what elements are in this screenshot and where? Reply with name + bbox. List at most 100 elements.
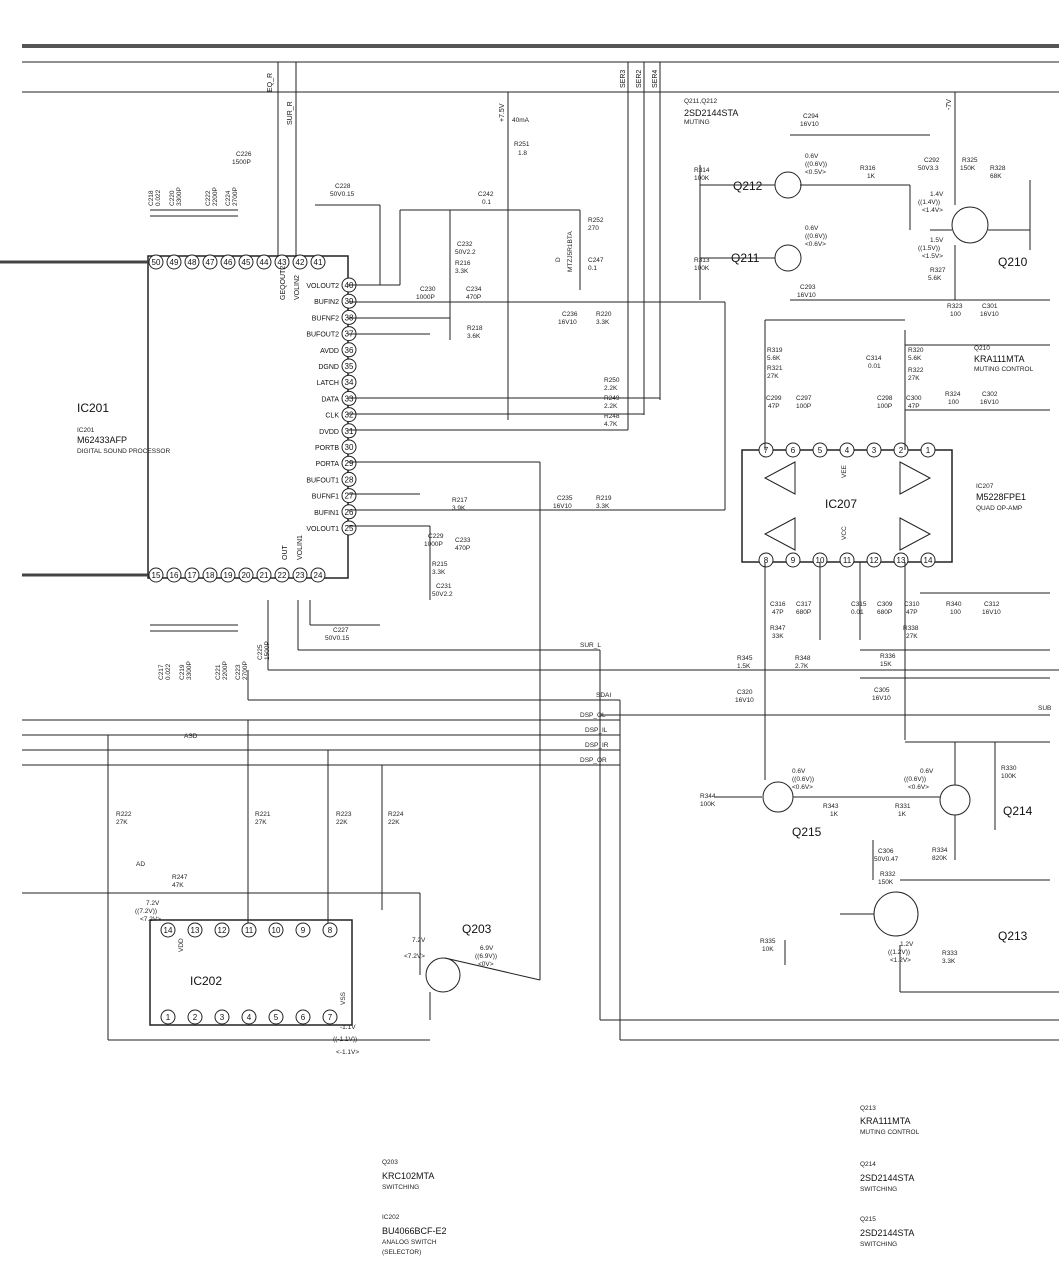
r338-value: 27K bbox=[906, 633, 918, 640]
r319-value: 5.6K bbox=[767, 355, 781, 362]
r332-value: 150K bbox=[878, 879, 894, 886]
ic201-bottom-pin bbox=[220, 567, 236, 583]
q211-v3: <0.6V> bbox=[805, 241, 826, 248]
parts-legend: Q213 KRA111MTA MUTING CONTROL Q214 2SD21… bbox=[382, 1105, 920, 1256]
ic202-top-pin bbox=[241, 922, 257, 938]
r313-label: R313 bbox=[694, 257, 710, 264]
c316-value: 47P bbox=[772, 609, 784, 616]
ic201-top-pin bbox=[184, 254, 200, 270]
ser3-label: SER3 bbox=[620, 70, 627, 88]
ic207-top-pin-number: 1 bbox=[926, 446, 931, 455]
ic207-top-pin-number: 7 bbox=[764, 446, 769, 455]
r343-value: 1K bbox=[830, 811, 839, 818]
c309-value: 680P bbox=[877, 609, 892, 616]
ic201-right-pin bbox=[341, 342, 357, 358]
r223-value: 22K bbox=[336, 819, 348, 826]
r249-value: 2.2K bbox=[604, 403, 618, 410]
c217-value: 0.022 bbox=[165, 663, 172, 680]
ic201-right-pin-number: 25 bbox=[345, 524, 354, 533]
ic201-right-pin-label: DATA bbox=[321, 396, 339, 403]
sub-label: SUB bbox=[1038, 705, 1051, 712]
r221-value: 27K bbox=[255, 819, 267, 826]
c228-value: 50V0.15 bbox=[330, 191, 355, 198]
c217-label: C217 bbox=[158, 664, 165, 680]
r340-label: R340 bbox=[946, 601, 962, 608]
ic207-top-pin bbox=[812, 442, 828, 458]
q210-block: Q210 C292 50V3.3 R325 150K R328 68K R327… bbox=[905, 157, 1050, 411]
ic201-bottom-pin-number: 15 bbox=[152, 571, 161, 580]
r250-value: 2.2K bbox=[604, 385, 618, 392]
ic202-bottom-pin bbox=[322, 1009, 338, 1025]
ic202-top-pin-number: 9 bbox=[301, 926, 306, 935]
r320-label: R320 bbox=[908, 347, 924, 354]
q210-v6: <1.5V> bbox=[922, 253, 943, 260]
c235-label: C235 bbox=[557, 495, 573, 502]
c219-value: 3300P bbox=[186, 661, 193, 680]
asd-label: ASD bbox=[184, 733, 198, 740]
c220-label: C220 bbox=[169, 190, 176, 206]
ic207-bottom-pin bbox=[839, 552, 855, 568]
ic202-v14b: ((7.2V)) bbox=[135, 908, 157, 915]
c224-value: 2700P bbox=[232, 187, 239, 206]
r321-label: R321 bbox=[767, 365, 783, 372]
ic202-body bbox=[149, 919, 353, 1026]
r325-label: R325 bbox=[962, 157, 978, 164]
ic201-top-pin-number: 42 bbox=[296, 258, 305, 267]
r322-label: R322 bbox=[908, 367, 924, 374]
ic207-bottom-pin-number: 8 bbox=[764, 556, 769, 565]
r336-value: 15K bbox=[880, 661, 892, 668]
c242-label: C242 bbox=[478, 191, 494, 198]
ic201-right-pin-number: 33 bbox=[345, 394, 354, 403]
ic202-bottom-pin-number: 4 bbox=[247, 1013, 252, 1022]
ic201-desc: DIGITAL SOUND PROCESSOR bbox=[77, 448, 170, 455]
ic201-right-pin-label: CLK bbox=[325, 413, 339, 420]
c226-label: C226 bbox=[236, 151, 252, 158]
sur-r-label: SUR_R bbox=[287, 101, 294, 125]
c298-label: C298 bbox=[877, 395, 893, 402]
ic201-ref-small: IC201 bbox=[77, 427, 95, 434]
ic201-bottom-pin-number: 20 bbox=[242, 571, 251, 580]
ic201-bottom-pin bbox=[148, 567, 164, 583]
ic202-ref: IC202 bbox=[190, 974, 222, 988]
ic207-bottom-pin-number: 9 bbox=[791, 556, 796, 565]
r223-label: R223 bbox=[336, 811, 352, 818]
r220-value: 3.3K bbox=[596, 319, 610, 326]
q210-v1: 1.4V bbox=[930, 191, 944, 198]
ic202-bottom-pin-number: 1 bbox=[166, 1013, 171, 1022]
ic201-right-pin-number: 35 bbox=[345, 362, 354, 371]
ic202-v14c: <7.2V> bbox=[140, 916, 161, 923]
ic201-right-network: C242 0.1 R251 1.8 R252 270 C232 50V2.2 R… bbox=[348, 141, 726, 980]
ic201-right-pin-label: BUFIN1 bbox=[314, 510, 339, 517]
current-label: 40mA bbox=[512, 117, 530, 124]
r247-label: R247 bbox=[172, 874, 188, 881]
r347-label: R347 bbox=[770, 625, 786, 632]
ic207-top-pin-number: 2 bbox=[899, 446, 904, 455]
c317-label: C317 bbox=[796, 601, 812, 608]
c224-label: C224 bbox=[225, 190, 232, 206]
legend-ic202-ref: IC202 bbox=[382, 1214, 400, 1221]
r328-value: 68K bbox=[990, 173, 1002, 180]
r327-label: R327 bbox=[930, 267, 946, 274]
c227-label: C227 bbox=[333, 627, 349, 634]
ic201-right-pin bbox=[341, 439, 357, 455]
top-rails bbox=[22, 44, 1059, 93]
ic201-right-pin-label: PORTB bbox=[315, 445, 339, 452]
ic207-top-pin-number: 3 bbox=[872, 446, 877, 455]
r336-label: R336 bbox=[880, 653, 896, 660]
q212-label: Q212 bbox=[733, 179, 763, 193]
q203-v4: 7.2V bbox=[412, 937, 426, 944]
r248-value: 4.7K bbox=[604, 421, 618, 428]
ic201-top-pin-number: 50 bbox=[152, 258, 161, 267]
r323-label: R323 bbox=[947, 303, 963, 310]
q210-v2: ((1.4V)) bbox=[918, 199, 940, 206]
ic202-bottom-pin bbox=[187, 1009, 203, 1025]
ic202-bottom-pin bbox=[295, 1009, 311, 1025]
r221-label: R221 bbox=[255, 811, 271, 818]
ic202-input-resistors: R222 27K R221 27K R223 22K R224 22K R247… bbox=[22, 720, 420, 1040]
q210-v3: <1.4V> bbox=[922, 207, 943, 214]
geqout2-label: GEQOUT2 bbox=[280, 266, 287, 300]
c230-label: C230 bbox=[420, 286, 436, 293]
c292-label: C292 bbox=[924, 157, 940, 164]
c247-label: C247 bbox=[588, 257, 604, 264]
